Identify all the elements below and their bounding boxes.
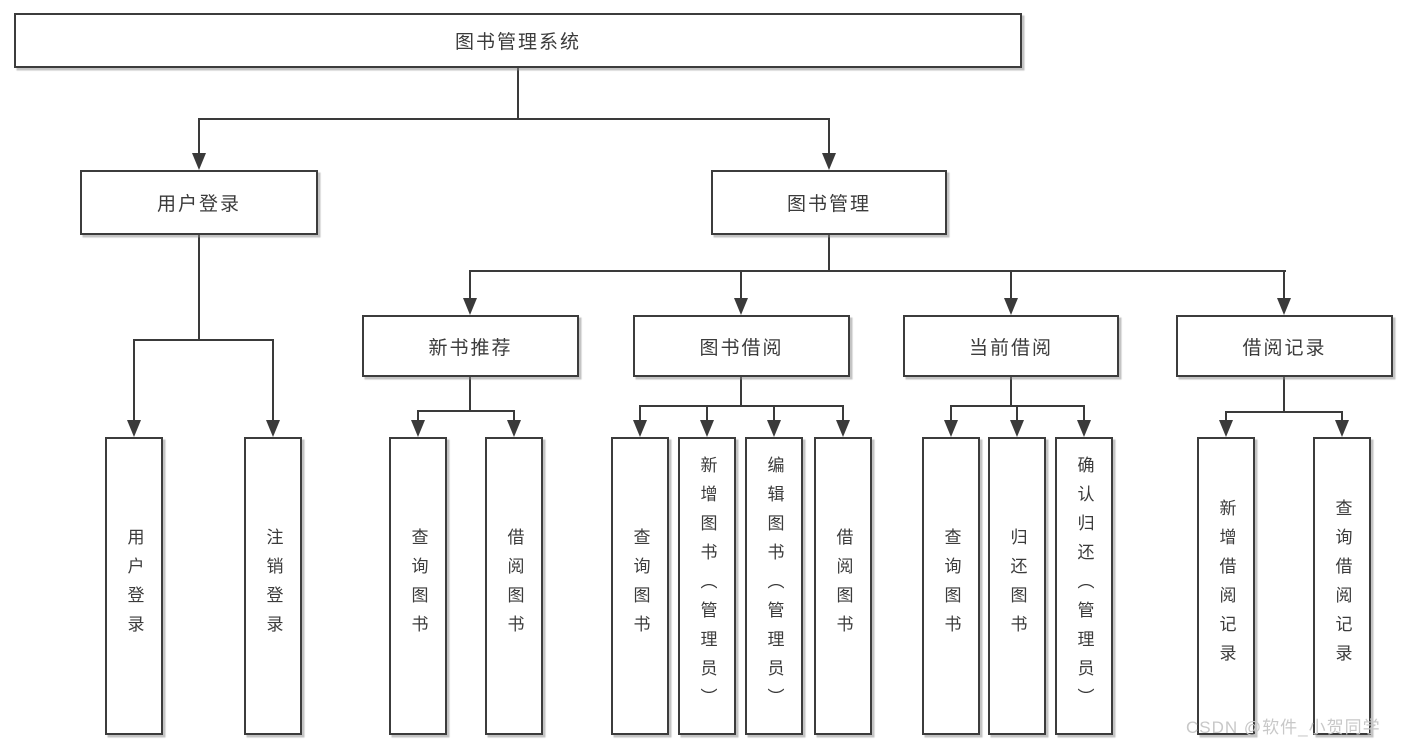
leaf-records-add-record-label: 新增借阅记录 (1216, 499, 1236, 673)
node-user-login-label: 用户登录 (156, 194, 241, 215)
leaf-user-login-label: 用户登录 (124, 528, 144, 644)
leaf-records-query-record-label: 查询借阅记录 (1332, 499, 1352, 673)
arrowhead (192, 153, 206, 170)
leaf-borrowing-edit-books-admin: 编辑图书（管理员） (745, 437, 803, 735)
leaf-records-add-record: 新增借阅记录 (1197, 437, 1255, 735)
connector-borrowing-records-to-leaves (1219, 377, 1349, 437)
leaf-recommend-borrow-books: 借阅图书 (485, 437, 543, 735)
node-current-borrowing-label: 当前借阅 (968, 337, 1053, 359)
leaf-logout: 注销登录 (244, 437, 302, 735)
leaf-borrowing-add-books-admin-label: 新增图书（管理员） (697, 455, 717, 717)
leaf-current-confirm-return-admin: 确认归还（管理员） (1055, 437, 1113, 735)
leaf-borrowing-add-books-admin: 新增图书（管理员） (678, 437, 736, 735)
arrowhead (944, 420, 958, 437)
connector-current-borrowing-to-leaves (944, 377, 1091, 437)
csdn-watermark: CSDN @软件_小贺同学 (1186, 718, 1381, 737)
arrowhead (1219, 420, 1233, 437)
node-book-management: 图书管理 (711, 170, 947, 235)
leaf-borrowing-borrow-books: 借阅图书 (814, 437, 872, 735)
arrowhead (127, 420, 141, 437)
node-book-management-system-label: 图书管理系统 (454, 32, 581, 53)
arrowhead (1004, 298, 1018, 315)
connector-user-login-to-leaves (127, 235, 280, 437)
leaf-borrowing-query-books: 查询图书 (611, 437, 669, 735)
arrowhead (1335, 420, 1349, 437)
leaf-recommend-borrow-books-label: 借阅图书 (504, 528, 524, 644)
arrowhead (1010, 420, 1024, 437)
node-book-management-system: 图书管理系统 (14, 13, 1022, 68)
arrowhead (1077, 420, 1091, 437)
node-borrowing-records-label: 借阅记录 (1242, 337, 1327, 359)
leaf-logout-label: 注销登录 (263, 528, 283, 644)
arrowhead (700, 420, 714, 437)
leaf-current-confirm-return-admin-label: 确认归还（管理员） (1074, 455, 1094, 717)
node-user-login: 用户登录 (80, 170, 318, 235)
arrowhead (767, 420, 781, 437)
arrowhead (836, 420, 850, 437)
leaf-borrowing-query-books-label: 查询图书 (630, 528, 650, 644)
node-borrowing-records: 借阅记录 (1176, 315, 1393, 377)
leaf-borrowing-edit-books-admin-label: 编辑图书（管理员） (764, 455, 784, 717)
leaf-current-return-books: 归还图书 (988, 437, 1046, 735)
arrowhead (633, 420, 647, 437)
arrowhead (734, 298, 748, 315)
arrowhead (1277, 298, 1291, 315)
node-book-borrowing: 图书借阅 (633, 315, 850, 377)
leaf-recommend-query-books-label: 查询图书 (408, 528, 428, 644)
node-new-book-recommend-label: 新书推荐 (428, 337, 513, 359)
leaf-recommend-query-books: 查询图书 (389, 437, 447, 735)
leaf-current-query-books-label: 查询图书 (941, 528, 961, 644)
node-new-book-recommend: 新书推荐 (362, 315, 579, 377)
leaf-records-query-record: 查询借阅记录 (1313, 437, 1371, 735)
node-book-management-label: 图书管理 (786, 194, 871, 215)
arrowhead (507, 420, 521, 437)
connector-new-book-recommend-to-leaves (411, 377, 521, 437)
arrowhead (822, 153, 836, 170)
arrowhead (266, 420, 280, 437)
leaf-current-query-books: 查询图书 (922, 437, 980, 735)
connector-book-management-to-level3 (463, 235, 1291, 315)
node-current-borrowing: 当前借阅 (903, 315, 1119, 377)
arrowhead (463, 298, 477, 315)
leaf-user-login: 用户登录 (105, 437, 163, 735)
leaf-borrowing-borrow-books-label: 借阅图书 (833, 528, 853, 644)
connector-root-to-level2 (192, 68, 836, 170)
leaf-current-return-books-label: 归还图书 (1007, 528, 1027, 644)
arrowhead (411, 420, 425, 437)
node-book-borrowing-label: 图书借阅 (699, 337, 784, 359)
connector-book-borrowing-to-leaves (633, 377, 850, 437)
